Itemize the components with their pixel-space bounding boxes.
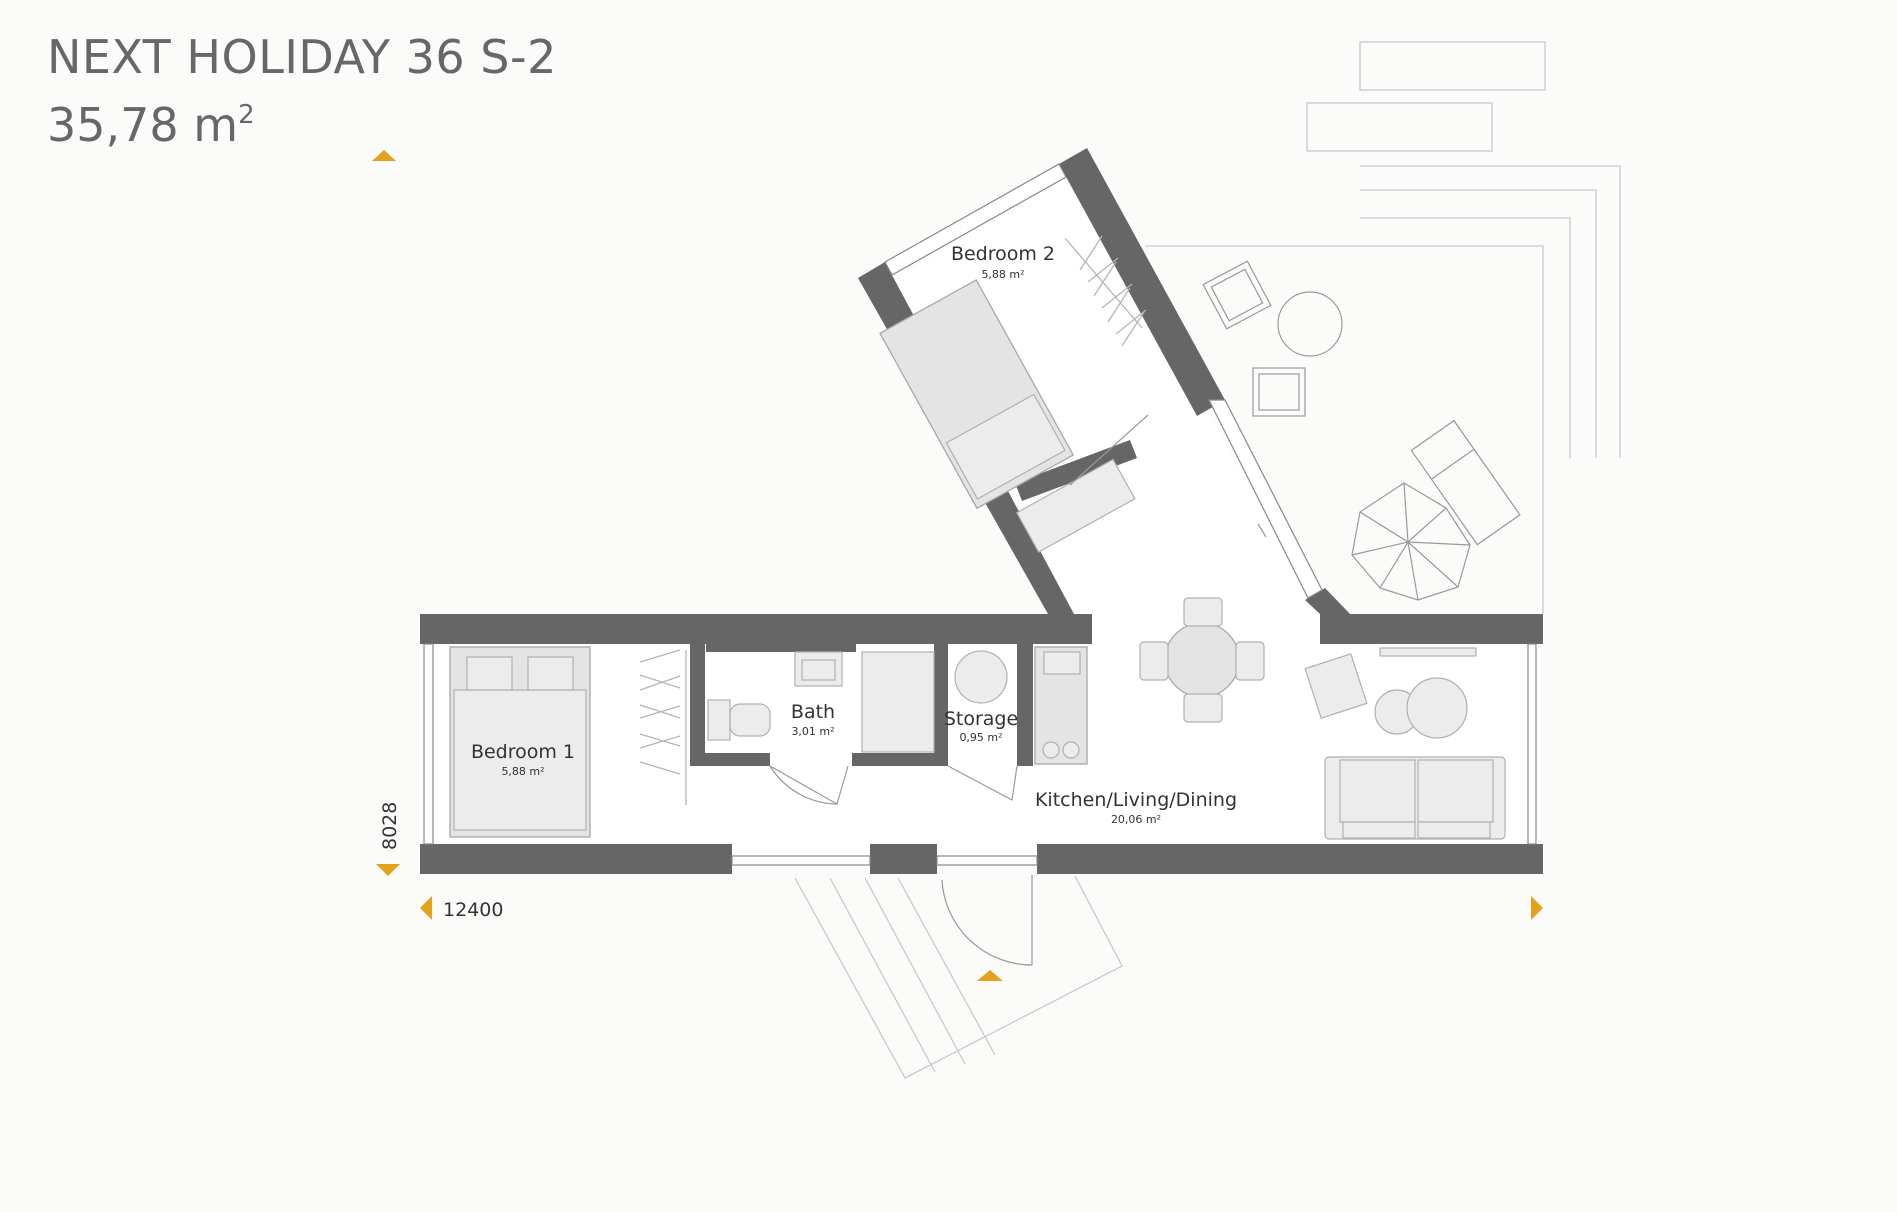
sofa (1324, 756, 1506, 840)
dimension-arrow-down-icon (376, 864, 400, 876)
shower (861, 651, 935, 753)
terrace (794, 41, 1621, 1079)
wardrobe-bedroom-1 (639, 649, 687, 805)
terrace-chair (1252, 367, 1306, 417)
room-area-bedroom-2: 5,88 m² (981, 268, 1024, 281)
wardrobe-bedroom-2 (1064, 235, 1147, 347)
water-heater (954, 650, 1008, 704)
terrace-deck-edge (1145, 245, 1544, 614)
room-name-bedroom-2: Bedroom 2 (951, 243, 1055, 265)
terrace-round-table (1277, 291, 1343, 357)
sun-lounger (1410, 419, 1521, 546)
room-area-storage: 0,95 m² (959, 731, 1002, 744)
coffee-table (1406, 677, 1468, 739)
dimension-width-label: 12400 (443, 899, 503, 921)
room-labels: Bedroom 2 5,88 m² Bedroom 1 5,88 m² Bath… (471, 243, 1237, 826)
armchair-cushion (1304, 653, 1368, 719)
room-area-kitchen-living-dining: 20,06 m² (1111, 813, 1161, 826)
plan-area-value: 35,78 m (47, 98, 239, 152)
dimension-depth-label: 8028 (379, 802, 401, 850)
garden-step-top (1359, 41, 1546, 91)
entrance-arrow-icon (977, 970, 1003, 981)
dimensions: 12400 8028 (372, 150, 1543, 981)
plan-area-unit-exponent: 2 (238, 100, 255, 130)
dimension-arrow-right-icon (1531, 896, 1543, 920)
plan-title: NEXT HOLIDAY 36 S-2 (47, 30, 557, 84)
terrace-furniture (1202, 260, 1521, 601)
doors (769, 523, 1267, 966)
room-area-bath: 3,01 m² (791, 725, 834, 738)
tv-bench (1379, 647, 1477, 657)
entrance-stairs (794, 875, 1123, 1079)
north-arrow-top-icon (372, 150, 396, 161)
terrace-chair (1202, 260, 1272, 330)
bed-bedroom-2 (879, 279, 1075, 510)
room-area-bedroom-1: 5,88 m² (501, 765, 544, 778)
room-name-storage: Storage (944, 708, 1018, 730)
room-name-bedroom-1: Bedroom 1 (471, 741, 575, 763)
garden-step-middle (1306, 102, 1493, 152)
dimension-arrow-left-icon (420, 896, 432, 920)
room-name-bath: Bath (791, 701, 835, 723)
desk-bedroom-2 (1016, 458, 1136, 553)
parasol (1351, 482, 1471, 601)
toilet (729, 703, 771, 737)
toilet-tank (707, 699, 731, 741)
terrace-steps (1360, 165, 1621, 458)
interior-furniture (449, 235, 1506, 840)
room-name-kitchen-living-dining: Kitchen/Living/Dining (1035, 789, 1237, 811)
plan-area: 35,78 m2 (47, 98, 255, 152)
dining-table (1164, 622, 1240, 698)
